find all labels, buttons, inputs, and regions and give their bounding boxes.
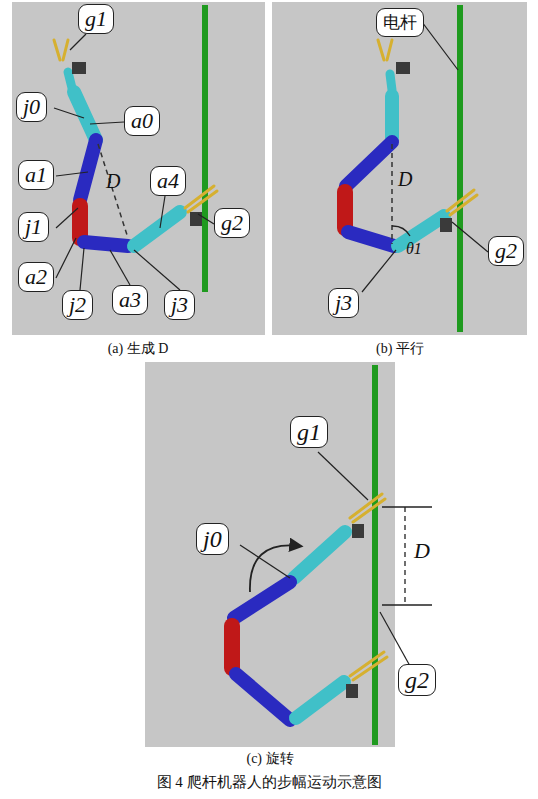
pole [202,5,208,292]
dimension-line [98,144,128,238]
callout-text: g2 [495,238,517,263]
gripper-motor [72,62,452,698]
callout-text: a0 [131,108,153,133]
pole [372,365,378,745]
callout-box: g1 [78,4,114,34]
callout-box: j3 [328,288,359,318]
callout-box: g2 [214,208,250,238]
callout-box: a1 [18,160,54,190]
callout-text: j0 [203,526,222,552]
dimension-line [404,507,405,605]
callout-text: g2 [221,210,243,235]
callout-text: j3 [171,292,188,317]
pole [457,5,463,332]
callout-text: j0 [23,94,40,119]
callout-box: g2 [398,664,436,696]
leader-line [54,22,488,666]
dimension-tick [382,506,432,507]
dimension-label: θ1 [406,240,422,258]
callout-text: g1 [85,6,107,31]
dimension-label: D [398,168,412,191]
callout-box: a4 [150,166,186,196]
callout-box: a2 [18,262,54,292]
subfigure-caption: (c) 旋转 [246,750,293,768]
panel-background [145,362,395,747]
callout-box: j1 [18,212,49,242]
callout-text: g2 [405,667,429,693]
callout-text: 电杆 [383,13,417,32]
callout-text: g1 [297,419,321,445]
dimension-label: D [106,170,120,193]
callout-text: a4 [157,168,179,193]
dimension-label: D [414,538,430,564]
panel-background [12,2,265,335]
callout-box: g1 [290,416,328,448]
dimension-line [391,144,393,244]
panel-background [272,2,527,335]
callout-box: g2 [488,236,524,266]
callout-box: 电杆 [376,8,424,37]
subfigure-caption: (b) 平行 [376,340,424,358]
callout-box: j0 [16,92,47,122]
callout-text: a1 [25,162,47,187]
callout-box: j0 [196,523,229,555]
callout-text: a2 [25,264,47,289]
callout-text: a3 [119,287,141,312]
robot-links [54,40,477,720]
callout-text: j1 [25,214,42,239]
callout-box: j3 [164,290,195,320]
dimension-tick [382,604,432,605]
callout-text: j3 [335,290,352,315]
angle-arc [392,226,410,236]
callout-text: j2 [69,292,86,317]
callout-box: a0 [124,106,160,136]
callout-box: a3 [112,285,148,315]
callout-box: j2 [62,290,93,320]
figure-caption: 图 4 爬杆机器人的步幅运动示意图 [157,773,382,792]
subfigure-caption: (a) 生成 D [108,340,169,358]
